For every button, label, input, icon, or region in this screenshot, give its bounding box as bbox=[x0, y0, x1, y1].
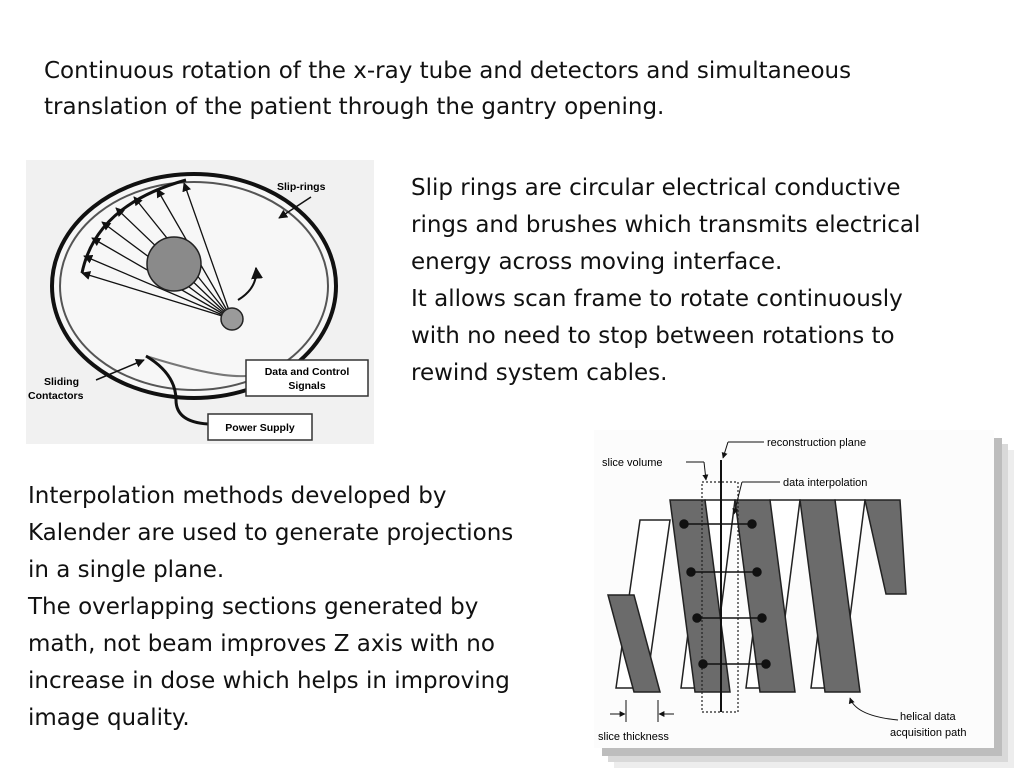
patient-circle bbox=[146, 236, 202, 292]
helical-interpolation-diagram: reconstruction plane slice volume data i… bbox=[594, 430, 994, 748]
rotation-arrow bbox=[237, 266, 264, 301]
data-interpolation-label: data interpolation bbox=[783, 477, 867, 489]
slip-rings-line: rings and brushes which transmits electr… bbox=[411, 212, 921, 238]
data-control-box bbox=[245, 359, 369, 397]
interpolation-line: image quality. bbox=[28, 705, 190, 731]
power-supply-box bbox=[207, 413, 313, 441]
power-cable bbox=[145, 354, 209, 426]
interpolation-line: increase in dose which helps in improvin… bbox=[28, 668, 510, 694]
helical-svg: reconstruction plane slice volume data i… bbox=[598, 437, 966, 743]
slip-rings-line: energy across moving interface. bbox=[411, 249, 783, 275]
slip-rings-label: Slip-rings bbox=[277, 181, 326, 193]
detector-arc bbox=[80, 178, 187, 274]
helix-front-strands bbox=[607, 499, 907, 693]
slip-rings-line: with no need to stop between rotations t… bbox=[411, 323, 895, 349]
data-control-label: Data and Control bbox=[265, 366, 350, 378]
outer-ring bbox=[50, 172, 338, 400]
interpolation-text: Interpolation methods developed by Kalen… bbox=[28, 478, 568, 737]
sliding-pointer bbox=[95, 358, 145, 381]
slip-rings-pointer bbox=[278, 196, 312, 219]
recon-plane-label: reconstruction plane bbox=[767, 437, 866, 449]
helical-data-label: helical data bbox=[900, 711, 957, 723]
contactors-label: Contactors bbox=[28, 390, 84, 402]
intro-line: Continuous rotation of the x-ray tube an… bbox=[44, 58, 852, 84]
slip-ring-svg: Slip-rings Sliding Contactors Data and C… bbox=[28, 172, 369, 441]
slip-rings-line: rewind system cables. bbox=[411, 360, 668, 386]
power-supply-label: Power Supply bbox=[225, 422, 295, 434]
intro-text: Continuous rotation of the x-ray tube an… bbox=[44, 53, 1004, 125]
sliding-label: Sliding bbox=[44, 376, 79, 388]
interpolation-line: Interpolation methods developed by bbox=[28, 483, 447, 509]
interpolation-line: in a single plane. bbox=[28, 557, 225, 583]
inner-ring bbox=[59, 181, 329, 391]
interpolation-points bbox=[679, 519, 771, 669]
intro-line: translation of the patient through the g… bbox=[44, 94, 665, 120]
slice-volume-label: slice volume bbox=[602, 457, 663, 469]
signals-label: Signals bbox=[288, 380, 326, 392]
slice-thickness-label: slice thickness bbox=[598, 731, 669, 743]
xray-tube bbox=[220, 307, 244, 331]
slip-rings-line: It allows scan frame to rotate continuou… bbox=[411, 286, 903, 312]
slip-rings-line: Slip rings are circular electrical condu… bbox=[411, 175, 901, 201]
interpolation-line: The overlapping sections generated by bbox=[28, 594, 479, 620]
slip-rings-text: Slip rings are circular electrical condu… bbox=[411, 170, 1011, 392]
interpolation-line: math, not beam improves Z axis with no bbox=[28, 631, 495, 657]
acquisition-path-label: acquisition path bbox=[890, 727, 966, 739]
interpolation-line: Kalender are used to generate projection… bbox=[28, 520, 514, 546]
slip-ring-diagram: Slip-rings Sliding Contactors Data and C… bbox=[26, 160, 374, 444]
data-cable bbox=[145, 355, 247, 378]
helical-path-pointer bbox=[848, 697, 899, 721]
